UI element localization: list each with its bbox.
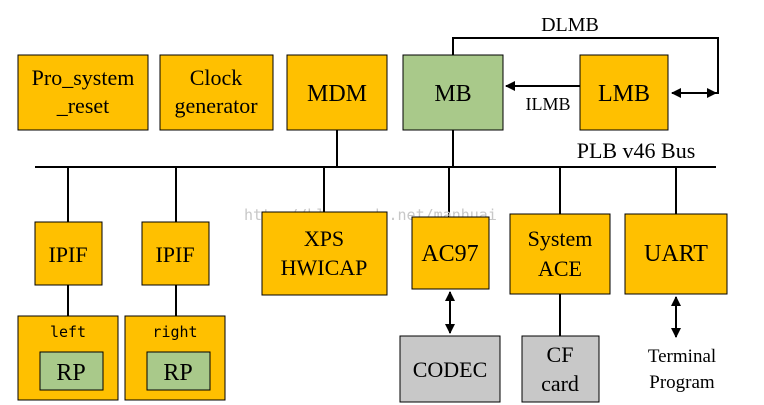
codec-label: CODEC (413, 357, 488, 382)
xps-hwicap-block: XPS HWICAP (261, 211, 388, 296)
ilmb-label: ILMB (526, 94, 571, 114)
cf-card-label-1: CF (547, 342, 574, 367)
ac97-label: AC97 (421, 241, 478, 267)
mdm-block: MDM (286, 54, 388, 131)
clock-generator-block: Clock generator (159, 54, 274, 131)
system-ace-block: System ACE (509, 213, 611, 295)
rp-right-caption: right (152, 323, 197, 341)
uart-block: UART (624, 213, 728, 295)
terminal-program-label-2: Program (649, 372, 715, 393)
rp-left-block: left RP (17, 315, 119, 401)
ipif-right-label: IPIF (155, 242, 194, 267)
terminal-program-label-1: Terminal (648, 346, 716, 367)
ac97-block: AC97 (411, 216, 490, 290)
cf-card-block: CF card (521, 335, 600, 403)
pro-system-reset-block: Pro_system _reset (17, 54, 149, 131)
rp-left-caption: left (50, 323, 86, 341)
system-ace-label-2: ACE (538, 256, 582, 281)
system-ace-label-1: System (528, 226, 593, 251)
rp-left-inner-label: RP (56, 360, 85, 386)
dlmb-label: DLMB (541, 14, 599, 36)
clock-generator-label-1: Clock (190, 65, 243, 90)
cf-card-label-2: card (541, 371, 579, 396)
uart-label: UART (644, 241, 708, 267)
mb-block: MB (402, 54, 504, 131)
plb-bus-label: PLB v46 Bus (577, 138, 696, 163)
clock-generator-label-2: generator (174, 93, 258, 118)
pro-system-reset-label-1: Pro_system (32, 65, 135, 90)
ipif-left-block: IPIF (34, 221, 103, 286)
mb-label: MB (434, 81, 471, 107)
ipif-left-label: IPIF (48, 242, 87, 267)
codec-block: CODEC (399, 335, 501, 403)
pro-system-reset-label-2: _reset (56, 93, 110, 118)
lmb-block: LMB (579, 54, 669, 131)
rp-right-block: right RP (124, 315, 226, 401)
ipif-right-block: IPIF (141, 221, 210, 286)
xps-hwicap-label-2: HWICAP (281, 255, 368, 280)
xps-hwicap-label-1: XPS (304, 226, 344, 251)
rp-right-inner-label: RP (163, 360, 192, 386)
mdm-label: MDM (307, 81, 367, 107)
lmb-label: LMB (598, 81, 650, 107)
